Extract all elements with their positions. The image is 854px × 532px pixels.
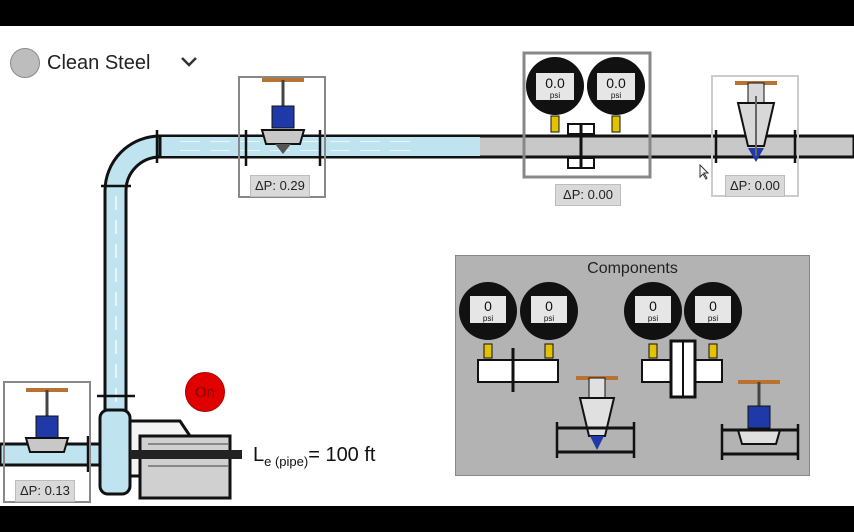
comp-orifice-gauge-left: 0 [484, 298, 492, 314]
top-gauge-left-value: 0.0 [545, 75, 565, 91]
elbow-pipe [103, 134, 162, 428]
component-flow-element[interactable] [624, 282, 742, 399]
material-name: Clean Steel [47, 51, 151, 74]
comp-flow-unit-left: psi [648, 314, 658, 323]
material-swatch [10, 48, 40, 78]
comp-orifice-unit-left: psi [483, 314, 493, 323]
comp-flow-unit-right: psi [708, 314, 718, 323]
pipe-network: 0.0 psi 0.0 psi [0, 51, 854, 503]
comp-orifice-unit-right: psi [544, 314, 554, 323]
pump-on-button[interactable]: On [185, 372, 225, 412]
chevron-down-icon[interactable] [178, 51, 200, 73]
bottom-valve-dp-label: ΔP: 0.13 [15, 480, 75, 502]
comp-flow-gauge-left: 0 [649, 298, 657, 314]
top-gauge-left-unit: psi [550, 91, 560, 100]
component-orifice-meter[interactable] [459, 282, 578, 392]
top-gauge-right-unit: psi [611, 91, 621, 100]
top-orifice-meter[interactable] [522, 51, 652, 179]
pump[interactable] [98, 408, 242, 500]
comp-flow-gauge-right: 0 [709, 298, 717, 314]
component-globe-valve[interactable] [720, 380, 800, 460]
right-valve-dp-label: ΔP: 0.00 [725, 175, 785, 197]
components-title: Components [587, 260, 678, 277]
material-selector[interactable]: Clean Steel [10, 47, 197, 79]
components-drawing: 0 psi 0 psi 0 psi 0 psi [459, 282, 800, 460]
top-globe-valve[interactable] [238, 76, 326, 198]
component-gate-valve[interactable] [555, 376, 636, 458]
right-gate-valve[interactable] [711, 75, 799, 197]
top-gauge-right-value: 0.0 [606, 75, 626, 91]
flow-arrows [170, 141, 410, 151]
mouse-cursor-icon [699, 163, 710, 180]
pipe-length-label: Le (pipe)= 100 ft [253, 444, 375, 469]
bottom-globe-valve[interactable] [3, 381, 91, 503]
pipe-length-symbol: L [253, 444, 265, 466]
top-valve-dp-label: ΔP: 0.29 [250, 175, 310, 197]
components-palette: Components 0 psi 0 psi [455, 255, 810, 476]
simulation-canvas: 0.0 psi 0.0 psi Clean Steel [0, 26, 854, 506]
flowmeter-dp-label: ΔP: 0.00 [555, 184, 621, 206]
flanges [86, 130, 797, 472]
pipe-length-value: = 100 ft [308, 444, 376, 466]
comp-orifice-gauge-right: 0 [545, 298, 553, 314]
pipe-length-subscript: e (pipe) [264, 454, 309, 469]
